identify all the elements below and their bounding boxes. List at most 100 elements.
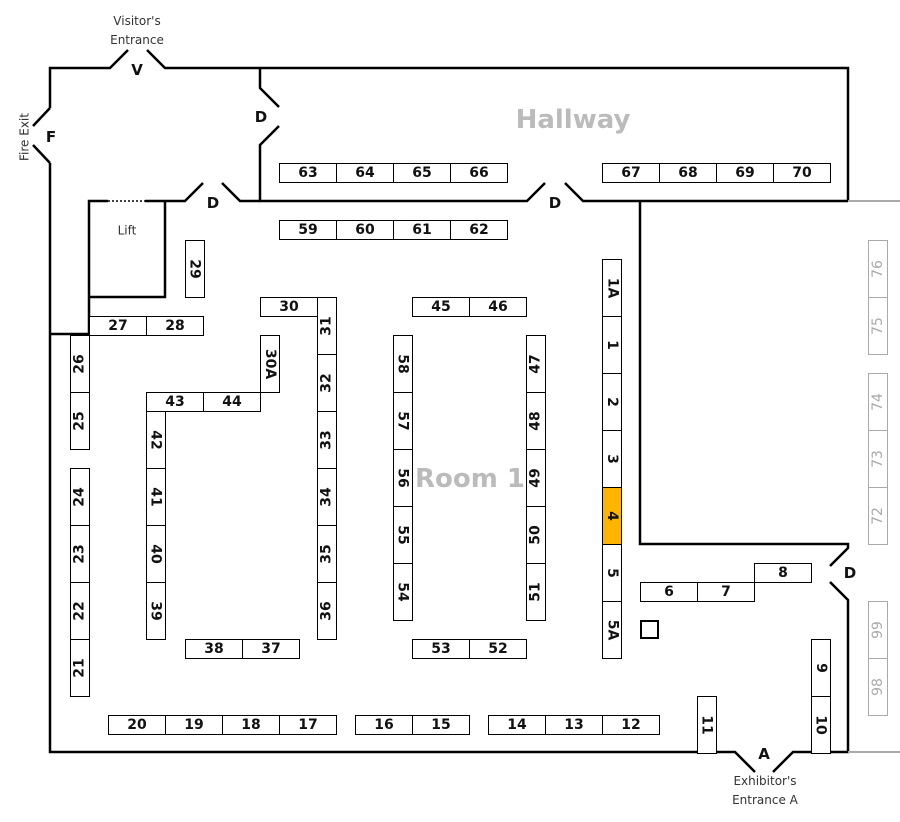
booth-54[interactable]: 54 — [393, 563, 413, 621]
booth-20[interactable]: 20 — [108, 715, 166, 735]
door-hallway-west[interactable]: D — [254, 108, 268, 126]
booth-number: 13 — [564, 717, 584, 733]
booth-30a[interactable]: 30A — [260, 335, 280, 393]
booth-34[interactable]: 34 — [317, 468, 337, 526]
booth-number: 2 — [604, 397, 620, 407]
booth-6[interactable]: 6 — [640, 582, 698, 602]
booth-72[interactable]: 72 — [868, 487, 888, 545]
booth-14[interactable]: 14 — [488, 715, 546, 735]
booth-70[interactable]: 70 — [773, 163, 831, 183]
booth-38[interactable]: 38 — [185, 639, 243, 659]
booth-number: 37 — [261, 641, 281, 657]
booth-3[interactable]: 3 — [602, 430, 622, 488]
booth-number: 59 — [298, 222, 318, 238]
booth-52[interactable]: 52 — [469, 639, 527, 659]
booth-47[interactable]: 47 — [526, 335, 546, 393]
booth-32[interactable]: 32 — [317, 354, 337, 412]
booth-number: 32 — [319, 373, 336, 393]
booth-68[interactable]: 68 — [659, 163, 717, 183]
booth-number: 11 — [699, 715, 716, 735]
exhibitor-entrance-door[interactable]: A — [758, 745, 770, 763]
booth-25[interactable]: 25 — [70, 392, 90, 450]
booth-7[interactable]: 7 — [697, 582, 755, 602]
booth-64[interactable]: 64 — [336, 163, 394, 183]
booth-62[interactable]: 62 — [450, 220, 508, 240]
fire-exit-door[interactable]: F — [45, 128, 57, 146]
booth-69[interactable]: 69 — [716, 163, 774, 183]
booth-39[interactable]: 39 — [146, 582, 166, 640]
booth-51[interactable]: 51 — [526, 563, 546, 621]
booth-1[interactable]: 1 — [602, 316, 622, 374]
booth-18[interactable]: 18 — [222, 715, 280, 735]
booth-67[interactable]: 67 — [602, 163, 660, 183]
booth-17[interactable]: 17 — [279, 715, 337, 735]
booth-37[interactable]: 37 — [242, 639, 300, 659]
booth-74[interactable]: 74 — [868, 373, 888, 431]
booth-number: 67 — [621, 165, 641, 181]
booth-9[interactable]: 9 — [811, 639, 831, 697]
booth-46[interactable]: 46 — [469, 297, 527, 317]
booth-98[interactable]: 98 — [868, 658, 888, 716]
booth-36[interactable]: 36 — [317, 582, 337, 640]
booth-31[interactable]: 31 — [317, 297, 337, 355]
booth-29[interactable]: 29 — [185, 240, 205, 298]
door-room1-north[interactable]: D — [548, 194, 562, 212]
booth-53[interactable]: 53 — [412, 639, 470, 659]
booth-10[interactable]: 10 — [811, 696, 831, 754]
booth-56[interactable]: 56 — [393, 449, 413, 507]
booth-5a[interactable]: 5A — [602, 601, 622, 659]
booth-19[interactable]: 19 — [165, 715, 223, 735]
booth-41[interactable]: 41 — [146, 468, 166, 526]
visitor-entrance-door[interactable]: V — [131, 61, 143, 79]
booth-44[interactable]: 44 — [203, 392, 261, 412]
booth-50[interactable]: 50 — [526, 506, 546, 564]
booth-number: 14 — [507, 717, 527, 733]
booth-76[interactable]: 76 — [868, 240, 888, 298]
booth-35[interactable]: 35 — [317, 525, 337, 583]
booth-28[interactable]: 28 — [146, 316, 204, 336]
booth-60[interactable]: 60 — [336, 220, 394, 240]
booth-58[interactable]: 58 — [393, 335, 413, 393]
booth-23[interactable]: 23 — [70, 525, 90, 583]
booth-24[interactable]: 24 — [70, 468, 90, 526]
booth-number: 1A — [604, 277, 621, 299]
booth-48[interactable]: 48 — [526, 392, 546, 450]
booth-33[interactable]: 33 — [317, 411, 337, 469]
door-room1-east[interactable]: D — [843, 564, 857, 582]
booth-63[interactable]: 63 — [279, 163, 337, 183]
booth-26[interactable]: 26 — [70, 335, 90, 393]
booth-4[interactable]: 4 — [602, 487, 622, 545]
booth-13[interactable]: 13 — [545, 715, 603, 735]
booth-number: 39 — [148, 601, 165, 621]
booth-66[interactable]: 66 — [450, 163, 508, 183]
door-lift-lobby[interactable]: D — [206, 194, 220, 212]
booth-55[interactable]: 55 — [393, 506, 413, 564]
booth-57[interactable]: 57 — [393, 392, 413, 450]
booth-45[interactable]: 45 — [412, 297, 470, 317]
booth-40[interactable]: 40 — [146, 525, 166, 583]
booth-21[interactable]: 21 — [70, 639, 90, 697]
booth-27[interactable]: 27 — [89, 316, 147, 336]
booth-22[interactable]: 22 — [70, 582, 90, 640]
booth-49[interactable]: 49 — [526, 449, 546, 507]
booth-number: 48 — [528, 411, 545, 431]
booth-75[interactable]: 75 — [868, 297, 888, 355]
booth-15[interactable]: 15 — [412, 715, 470, 735]
booth-59[interactable]: 59 — [279, 220, 337, 240]
booth-number: 50 — [528, 525, 545, 545]
booth-11[interactable]: 11 — [697, 696, 717, 754]
booth-99[interactable]: 99 — [868, 601, 888, 659]
booth-65[interactable]: 65 — [393, 163, 451, 183]
booth-61[interactable]: 61 — [393, 220, 451, 240]
booth-16[interactable]: 16 — [355, 715, 413, 735]
booth-number: 56 — [395, 468, 412, 488]
booth-5[interactable]: 5 — [602, 544, 622, 602]
booth-42[interactable]: 42 — [146, 411, 166, 469]
booth-43[interactable]: 43 — [146, 392, 204, 412]
booth-30[interactable]: 30 — [260, 297, 318, 317]
booth-73[interactable]: 73 — [868, 430, 888, 488]
booth-2[interactable]: 2 — [602, 373, 622, 431]
booth-1a[interactable]: 1A — [602, 259, 622, 317]
booth-12[interactable]: 12 — [602, 715, 660, 735]
booth-8[interactable]: 8 — [754, 563, 812, 583]
